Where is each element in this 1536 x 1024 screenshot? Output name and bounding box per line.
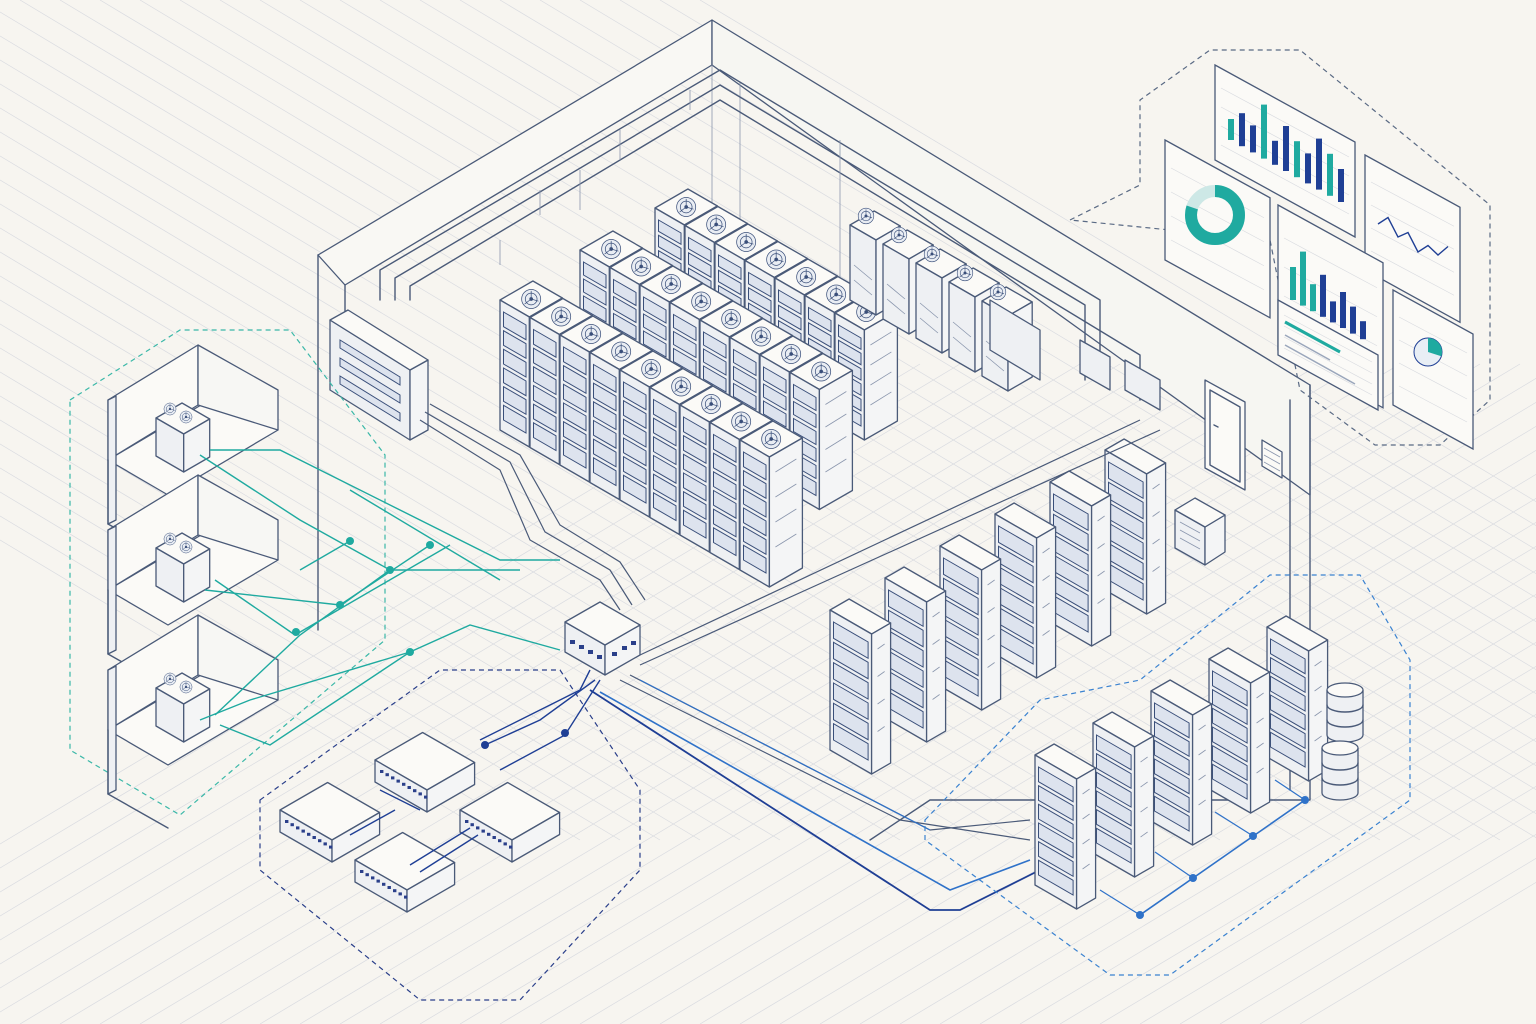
storage-bus [1099, 779, 1309, 919]
server-rack-icon [1104, 438, 1167, 615]
dashboard-zone [1067, 49, 1491, 451]
server-rack-icon [1208, 647, 1271, 814]
fan-icon [731, 411, 752, 432]
server-rack-icon [884, 566, 947, 743]
wall-junction-boxes [989, 299, 1161, 411]
cooling-room [107, 614, 279, 829]
fan-icon [163, 402, 177, 416]
server-rack-icon [1092, 711, 1155, 878]
server-rack-icon [1034, 743, 1097, 910]
wall-vent-icon [1261, 439, 1283, 479]
fan-icon [163, 672, 177, 686]
fan-icon [811, 361, 832, 382]
fan-icon [721, 309, 742, 329]
fan-icon [611, 341, 632, 362]
network-switch-icon [279, 781, 381, 863]
fan-icon [766, 249, 787, 270]
cable-routes [419, 403, 1161, 911]
bar-chart-icon [1214, 63, 1356, 239]
network-switches-zone [259, 669, 641, 1001]
database-icon [1326, 682, 1364, 743]
server-rack-icon [1266, 615, 1329, 782]
fan-icon [989, 283, 1007, 301]
fan-icon [923, 245, 941, 263]
cooling-network-lines [199, 449, 561, 746]
fan-icon [736, 231, 757, 252]
network-switch-icon [354, 831, 456, 913]
server-rack-icon [829, 598, 892, 775]
server-rack-icon [789, 352, 854, 511]
door-icon [1204, 379, 1246, 491]
line-chart-icon [1364, 153, 1461, 324]
network-switch-icon [374, 731, 476, 813]
server-rack-icon [994, 502, 1057, 679]
server-rack-icon [939, 534, 1002, 711]
network-switch-icon [459, 781, 561, 863]
status-list-panel [1277, 298, 1379, 412]
cooling-units-zone [69, 329, 561, 829]
fan-icon [601, 238, 622, 259]
fan-icon [706, 214, 727, 235]
switch-links [349, 669, 601, 873]
power-distribution-panel [329, 309, 429, 441]
pie-chart-icon [1392, 288, 1474, 451]
main-server-rack-rows [499, 188, 899, 588]
fan-icon [890, 226, 908, 244]
fan-icon [581, 324, 602, 344]
fan-icon [521, 289, 542, 309]
right-server-rack-row [829, 438, 1167, 775]
donut-chart-icon [1164, 138, 1271, 319]
fan-icon [163, 532, 177, 546]
server-rack-icon [1049, 470, 1112, 647]
fan-icon [751, 326, 772, 347]
fan-icon [956, 264, 974, 282]
server-rack-icon [739, 420, 804, 588]
storage-zone [924, 574, 1411, 976]
fan-icon [631, 256, 652, 277]
fan-icon [179, 680, 193, 694]
fan-icon [641, 359, 662, 379]
fan-icon [826, 284, 847, 305]
fan-icon [691, 291, 712, 312]
fan-icon [551, 306, 572, 327]
fan-icon [671, 376, 692, 397]
fan-icon [857, 207, 875, 225]
server-rack-icon [1150, 679, 1213, 846]
fan-icon [761, 429, 782, 449]
cooling-room [107, 474, 279, 689]
fan-icon [179, 410, 193, 424]
fan-icon [661, 274, 682, 294]
fan-icon [179, 540, 193, 554]
fan-icon [701, 394, 722, 414]
aggregation-switch [564, 601, 641, 676]
fan-icon [676, 196, 697, 217]
hvac-unit-icon [1174, 497, 1226, 566]
database-icon [1321, 740, 1359, 801]
fan-icon [796, 267, 817, 287]
cooling-room [107, 344, 279, 559]
fan-icon [781, 344, 802, 364]
